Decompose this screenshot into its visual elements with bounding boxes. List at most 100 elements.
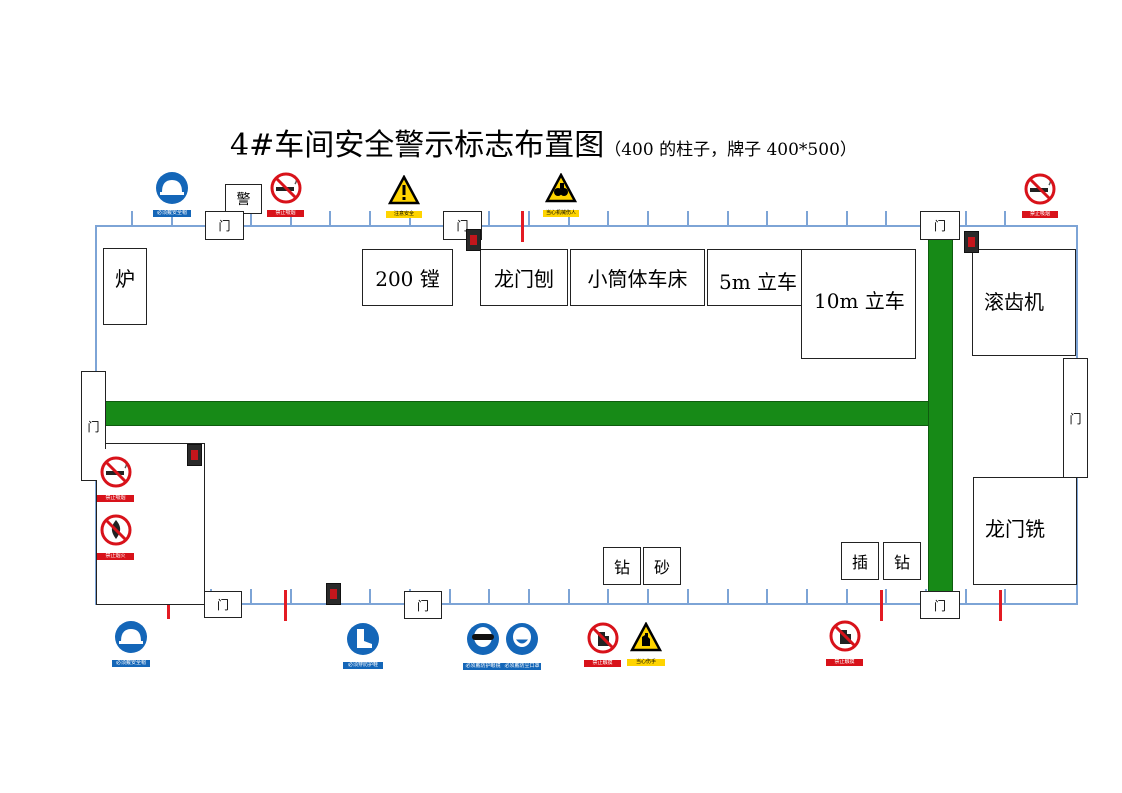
door: 门 <box>920 211 960 240</box>
north-wall-post <box>885 211 887 226</box>
north-wall-post <box>528 211 530 226</box>
mask-icon <box>506 623 538 655</box>
north-wall-post <box>171 211 173 226</box>
north-wall-post <box>290 211 292 226</box>
south-wall-post <box>647 589 649 604</box>
sign-no-fire: 禁止烟火 <box>97 507 134 560</box>
sign-no-smoking: 禁止吸烟 <box>267 165 304 217</box>
main-aisle-horizontal <box>103 401 931 426</box>
door: 门 <box>920 591 960 619</box>
north-wall-post <box>687 211 689 226</box>
north-wall-post <box>846 211 848 226</box>
north-wall-post <box>806 211 808 226</box>
north-wall-post <box>766 211 768 226</box>
door-label: 门 <box>933 219 946 233</box>
north-wall-post <box>369 211 371 226</box>
no-smoking-icon <box>1024 173 1056 205</box>
sign-caption: 禁止吸烟 <box>267 210 304 217</box>
sign-mechanical-injury: 当心机械伤人 <box>543 166 579 217</box>
gantry-mill-label: 龙门铣 <box>985 517 1045 541</box>
sign-no-smoking: 禁止吸烟 <box>1022 167 1058 218</box>
door: 门 <box>1063 358 1088 478</box>
no-smoking-icon <box>100 456 131 488</box>
drill-press-1: 钻 <box>603 547 641 585</box>
title-sub: （400 的柱子，牌子 400*500） <box>604 140 857 160</box>
diagram-title: 4#车间安全警示标志布置图（400 的柱子，牌子 400*500） <box>230 120 857 164</box>
north-wall-post <box>965 211 967 226</box>
drill-press-2: 钻 <box>883 542 921 580</box>
north-wall-post <box>250 211 252 226</box>
sign-dust-mask: 必须戴防尘口罩 <box>503 615 541 670</box>
boring-machine-200: 200 镗 <box>362 249 453 306</box>
north-wall-post <box>131 211 133 226</box>
vtl-5m-label: 5m 立车 <box>719 270 798 294</box>
south-wall-post <box>846 589 848 604</box>
door-label: 门 <box>456 219 469 233</box>
hobbing-label: 滚齿机 <box>984 290 1044 314</box>
south-wall-post <box>488 589 490 604</box>
sign-caption: 必须戴安全帽 <box>112 660 150 667</box>
south-wall-post <box>965 589 967 604</box>
title-main: 4#车间安全警示标志布置图 <box>230 128 605 163</box>
sign-caption: 必须穿防护鞋 <box>343 662 383 669</box>
grinder-label: 砂 <box>653 558 670 577</box>
no-touch-icon <box>587 622 618 653</box>
red-marker <box>521 211 524 242</box>
south-wall-post <box>1004 589 1006 604</box>
gantry-mill: 龙门铣 <box>973 477 1077 585</box>
helmet-icon <box>156 171 188 204</box>
warning-tag: 警 <box>225 184 262 214</box>
door-label: 门 <box>933 598 946 613</box>
fire-extinguisher-icon <box>964 231 979 253</box>
sign-no-touch: 禁止触摸 <box>826 613 863 666</box>
main-aisle-vertical <box>928 237 953 592</box>
vertical-lathe-5m: 5m 立车 <box>707 249 802 306</box>
north-wall-post <box>607 211 609 226</box>
goggles-icon <box>467 623 499 655</box>
vtl-10m-label: 10m 立车 <box>814 289 905 313</box>
door-label: 门 <box>87 419 100 434</box>
sign-caption: 当心机械伤人 <box>543 210 579 217</box>
south-wall-post <box>250 589 252 604</box>
hand-injury-icon <box>545 173 577 203</box>
drill-1-label: 钻 <box>613 558 630 577</box>
south-wall-post <box>806 589 808 604</box>
boot-icon <box>347 622 379 655</box>
fire-extinguisher-icon <box>187 444 202 466</box>
boring-label: 200 镗 <box>375 267 440 291</box>
sign-caption: 禁止烟火 <box>97 553 134 560</box>
grinder: 砂 <box>643 547 681 585</box>
north-wall-post <box>1004 211 1006 226</box>
sign-caption: 当心伤手 <box>627 659 665 666</box>
red-marker <box>284 590 287 621</box>
sign-no-touch: 禁止触摸 <box>584 615 621 667</box>
south-wall-post <box>290 589 292 604</box>
sign-helmet: 必须戴安全帽 <box>153 165 191 217</box>
no-smoking-icon <box>270 172 301 203</box>
hobbing-machine: 滚齿机 <box>972 249 1076 356</box>
south-wall-post <box>449 589 451 604</box>
sign-caption: 注意安全 <box>386 211 422 218</box>
sign-goggles: 必须戴防护眼镜 <box>463 615 503 670</box>
sign-caption: 禁止吸烟 <box>1022 211 1058 218</box>
door: 门 <box>404 591 442 619</box>
north-wall-post <box>647 211 649 226</box>
vertical-lathe-10m: 10m 立车 <box>801 249 916 359</box>
door-label: 门 <box>216 598 229 612</box>
north-wall-post <box>568 211 570 226</box>
north-wall <box>95 225 1078 227</box>
sign-no-smoking: 禁止吸烟 <box>97 449 134 502</box>
slotter-label: 插 <box>851 553 868 572</box>
sign-caption: 必须戴防护眼镜 <box>463 663 503 670</box>
south-wall-post <box>727 589 729 604</box>
fire-extinguisher-icon <box>466 229 481 251</box>
south-wall <box>95 603 1078 605</box>
north-wall-post <box>727 211 729 226</box>
small-cylinder-lathe: 小筒体车床 <box>570 249 705 306</box>
north-wall-post <box>488 211 490 226</box>
fire-extinguisher-icon <box>326 583 341 605</box>
furnace-area: 炉 <box>103 248 147 325</box>
helmet-icon <box>115 620 147 653</box>
furnace-label: 炉 <box>115 267 135 291</box>
small-lathe-label: 小筒体车床 <box>587 267 688 291</box>
